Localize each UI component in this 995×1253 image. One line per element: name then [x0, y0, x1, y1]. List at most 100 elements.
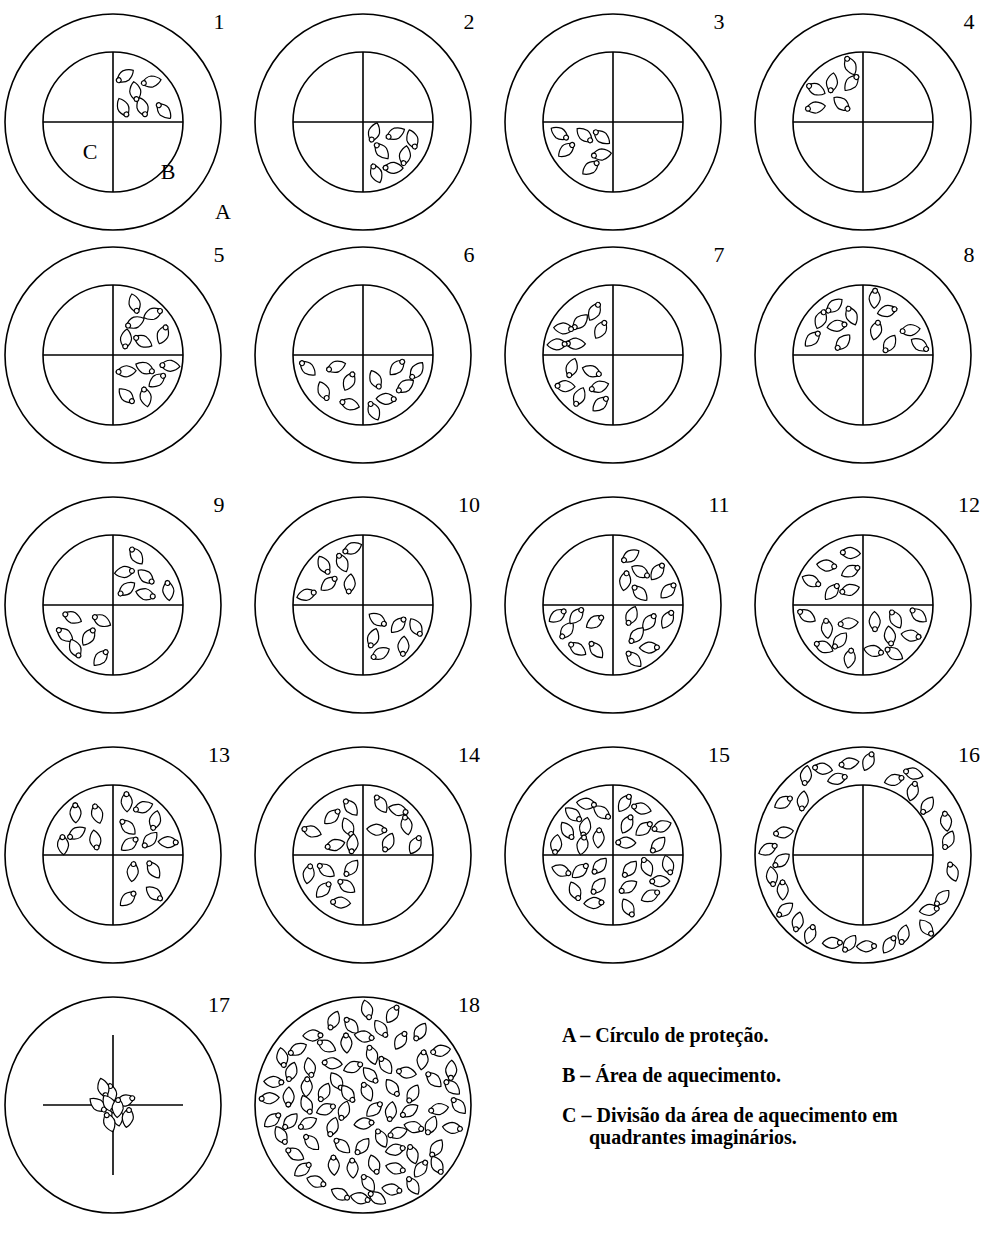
- protection-circle: [505, 497, 721, 713]
- larva-icon: [588, 875, 609, 897]
- larva-icon: [366, 823, 387, 835]
- larva-icon: [324, 837, 346, 853]
- protection-circle: [755, 747, 971, 963]
- larva-icon: [565, 338, 585, 349]
- larva-icon: [324, 1009, 342, 1032]
- larva-icon: [555, 380, 576, 392]
- circle-drawing: [251, 233, 501, 473]
- larva-icon: [630, 801, 652, 817]
- larva-icon: [296, 357, 318, 379]
- larva-icon: [838, 756, 860, 770]
- larva-icon: [300, 823, 322, 840]
- larva-icon: [426, 1137, 446, 1160]
- part-letter: B: [161, 160, 176, 184]
- quadrant-line: [862, 52, 864, 192]
- brood-circle: 7: [501, 233, 751, 473]
- larva-icon: [805, 100, 826, 114]
- larva-icon: [615, 792, 635, 815]
- heating-area: [293, 52, 433, 192]
- larva-icon: [338, 1082, 359, 1105]
- larva-icon: [839, 562, 862, 581]
- quadrant-line: [862, 535, 864, 675]
- brood-circle: 5: [1, 233, 251, 473]
- brood-circle: 14: [251, 733, 501, 973]
- larva-icon: [315, 860, 338, 881]
- larva-icon: [382, 1076, 403, 1099]
- larva-icon: [363, 1098, 385, 1120]
- circle-number: 8: [964, 243, 975, 267]
- larva-icon: [359, 999, 375, 1021]
- larva-icon: [790, 911, 805, 933]
- larva-icon: [918, 903, 940, 917]
- larva-icon: [140, 74, 162, 89]
- quadrant-line: [112, 535, 114, 675]
- larva-icon: [563, 357, 580, 380]
- protection-circle: [505, 247, 721, 463]
- larva-icon: [879, 933, 899, 956]
- heating-area: [793, 785, 933, 925]
- circle-number: 12: [958, 493, 980, 517]
- larva-icon: [406, 616, 426, 639]
- larva-icon: [384, 1160, 406, 1176]
- larva-icon: [121, 792, 133, 812]
- larva-icon: [423, 1069, 445, 1091]
- larva-icon: [341, 539, 364, 557]
- larva-icon: [162, 580, 175, 601]
- quadrant-line: [612, 52, 614, 192]
- larva-icon: [832, 331, 854, 353]
- brood-circle: 18: [251, 983, 501, 1223]
- quadrant-line: [362, 785, 364, 925]
- larva-icon: [135, 566, 157, 587]
- larva-icon: [626, 624, 648, 646]
- larva-icon: [132, 799, 154, 816]
- brood-circle: 6: [251, 233, 501, 473]
- quadrant-line: [112, 285, 114, 425]
- quadrant-line: [112, 52, 114, 192]
- larva-icon: [826, 771, 848, 787]
- part-letter: C: [83, 140, 98, 164]
- larva-icon: [143, 858, 163, 881]
- larva-icon: [313, 879, 335, 901]
- circle-drawing: [501, 733, 751, 973]
- protection-circle: [255, 497, 471, 713]
- larva-icon: [802, 328, 824, 350]
- larva-icon: [347, 1158, 359, 1179]
- larva-icon: [639, 642, 659, 654]
- brood-circle: 11: [501, 483, 751, 723]
- larva-icon: [566, 880, 584, 903]
- circle-drawing: [251, 983, 501, 1223]
- larva-icon: [619, 546, 642, 566]
- larva-icon: [315, 1100, 338, 1118]
- larva-icon: [825, 72, 839, 93]
- larva-icon: [863, 643, 885, 658]
- larva-icon: [569, 860, 591, 881]
- larva-icon: [399, 814, 414, 836]
- brood-circle: 10: [251, 483, 501, 723]
- heating-area: [543, 52, 683, 192]
- larva-icon: [902, 765, 924, 781]
- larva-icon: [859, 750, 877, 773]
- larva-icon: [880, 332, 900, 355]
- larva-icon: [65, 823, 88, 843]
- larva-icon: [366, 1153, 383, 1176]
- larva-icon: [553, 322, 574, 335]
- larva-icon: [330, 896, 351, 909]
- larva-icon: [126, 544, 147, 567]
- larva-icon: [375, 1054, 395, 1077]
- larva-icon: [826, 319, 848, 333]
- larva-icon: [838, 617, 859, 630]
- larva-icon: [295, 587, 317, 603]
- larva-icon: [823, 295, 846, 316]
- larva-icon: [618, 813, 637, 836]
- larva-icon: [305, 1173, 328, 1190]
- protection-circle: [5, 247, 221, 463]
- larva-icon: [372, 1127, 391, 1150]
- larva-icon: [366, 121, 383, 143]
- larva-icon: [916, 917, 937, 940]
- larva-icon: [339, 396, 361, 412]
- larva-icon: [134, 96, 151, 119]
- protection-circle: [255, 997, 471, 1213]
- larva-icon: [79, 625, 99, 648]
- heating-area: [293, 535, 433, 675]
- larva-icon: [318, 573, 340, 594]
